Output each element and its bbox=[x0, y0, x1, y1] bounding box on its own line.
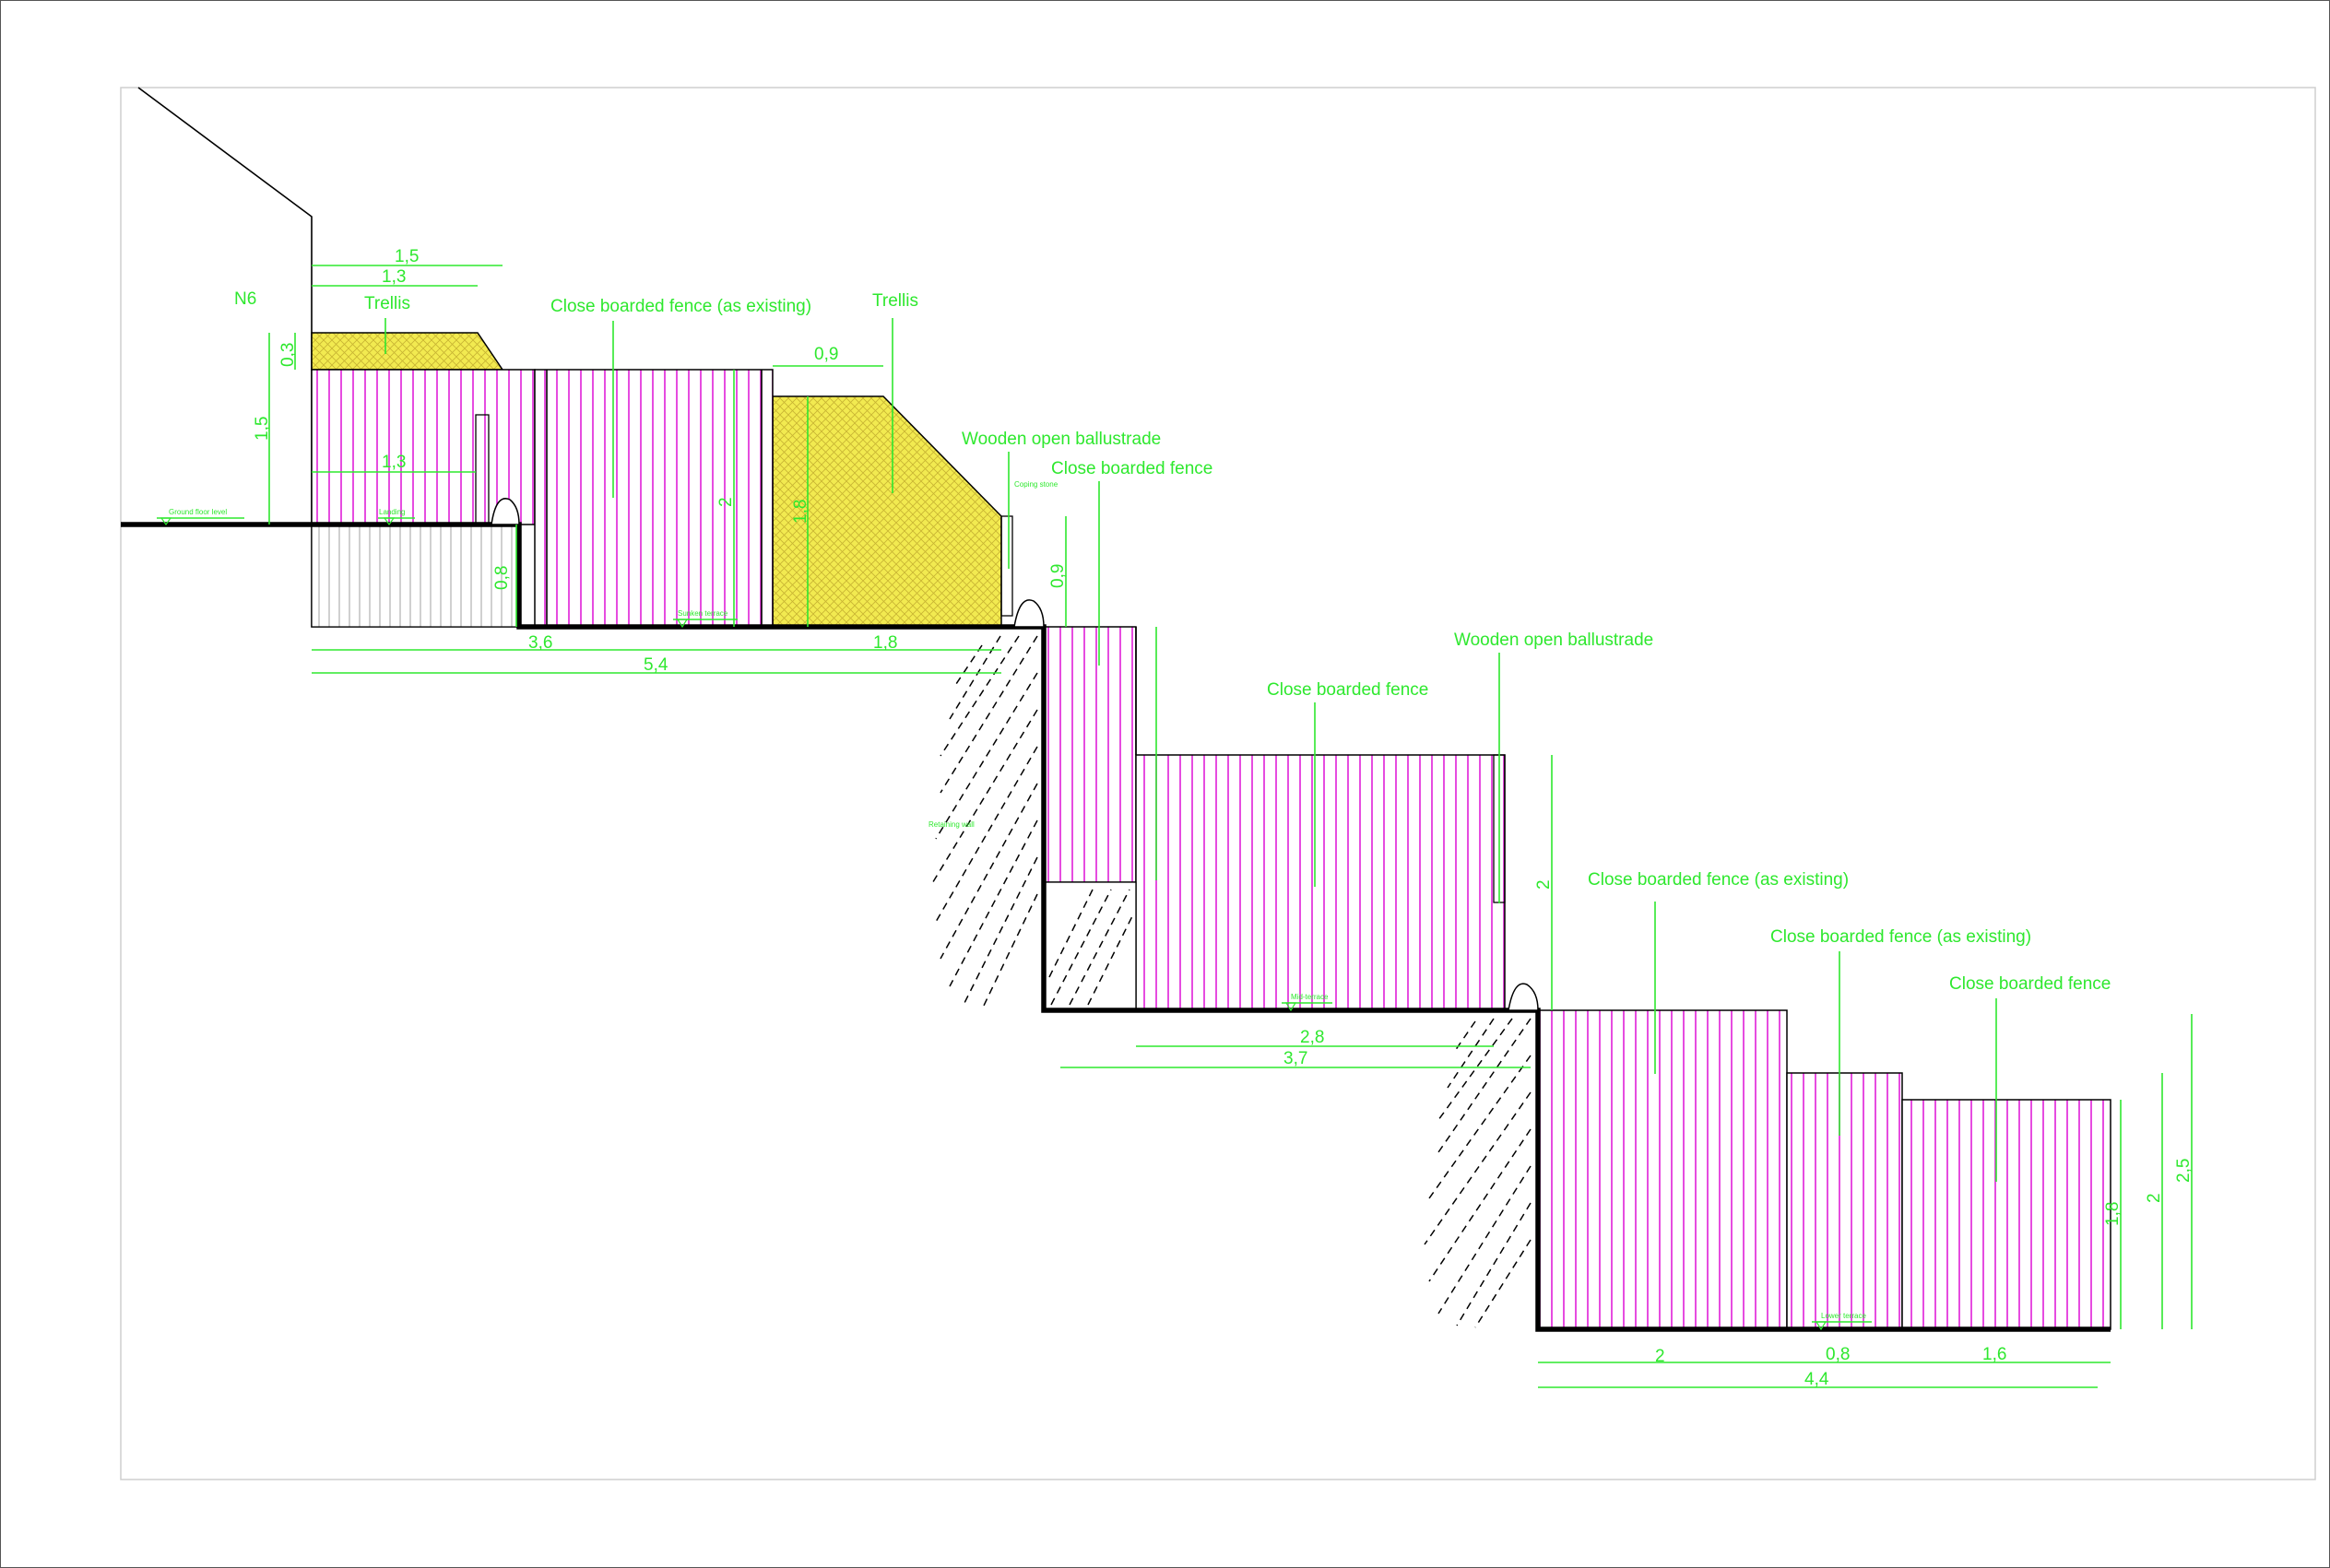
fence-label-lower: Close boarded fence bbox=[1949, 974, 2111, 994]
lower-terrace-label: Lower terrace bbox=[1821, 1312, 1866, 1320]
grid-ref-label: N6 bbox=[234, 289, 256, 309]
dim-4-4: 4,4 bbox=[1804, 1370, 1829, 1389]
dim-1-3-top: 1,3 bbox=[382, 267, 406, 287]
level-markers bbox=[157, 517, 1872, 1331]
ground-profile bbox=[121, 522, 2111, 1332]
fence-lower-3 bbox=[1901, 1099, 2111, 1330]
dim-1-8-lower: 1,8 bbox=[2103, 1202, 2123, 1226]
dimension-lines bbox=[268, 265, 2193, 1388]
fence-existing-label-lower-2: Close boarded fence (as existing) bbox=[1770, 927, 2031, 947]
dim-3-7: 3,7 bbox=[1283, 1049, 1307, 1068]
dim-2-8: 2,8 bbox=[1300, 1028, 1324, 1047]
fence-sunken-terrace bbox=[534, 369, 774, 628]
ballustrade-post bbox=[1000, 515, 1013, 617]
dim-1-5-side: 1,5 bbox=[253, 417, 272, 441]
dim-2-mid: 2 bbox=[1534, 879, 1554, 890]
drawing-frame bbox=[120, 87, 2316, 1480]
trellis-label-upper: Trellis bbox=[364, 294, 410, 313]
retaining-wall-lower-hatch bbox=[1424, 1018, 1532, 1328]
dim-0-8: 0,8 bbox=[492, 566, 512, 590]
fence-mid-terrace bbox=[1135, 754, 1506, 1011]
coping-stone-landing bbox=[491, 498, 520, 525]
dim-1-3-inner: 1,3 bbox=[382, 453, 406, 472]
dim-1-6: 1,6 bbox=[1982, 1345, 2006, 1364]
fence-label-upper: Close boarded fence bbox=[1051, 459, 1212, 478]
leader-lines bbox=[384, 318, 1997, 1182]
dim-2-upper: 2 bbox=[716, 497, 736, 507]
fence-label-mid: Close boarded fence bbox=[1267, 680, 1428, 700]
coping-stone-lower bbox=[1508, 983, 1539, 1011]
retaining-block-hatch bbox=[1048, 889, 1135, 1006]
ballustrade-label-mid: Wooden open ballustrade bbox=[1454, 631, 1653, 650]
coping-stone-upper bbox=[1013, 599, 1045, 628]
fence-existing-label-lower-1: Close boarded fence (as existing) bbox=[1588, 870, 1849, 890]
landing-label: Landing bbox=[379, 508, 405, 516]
dim-1-8-bottom: 1,8 bbox=[873, 633, 897, 653]
dim-0-8-lower: 0,8 bbox=[1826, 1345, 1850, 1364]
retaining-wall-label: Retaining wall bbox=[928, 820, 975, 829]
ballustrade-label-upper: Wooden open ballustrade bbox=[962, 430, 1161, 449]
dim-0-3: 0,3 bbox=[278, 343, 298, 367]
dim-1-8-side: 1,8 bbox=[791, 500, 810, 524]
dim-0-9-side: 0,9 bbox=[1048, 564, 1068, 588]
fence-lower-1 bbox=[1537, 1009, 1788, 1330]
trellis-label-sunken: Trellis bbox=[872, 291, 918, 311]
dim-2-low: 2 bbox=[2145, 1193, 2164, 1203]
dim-1-5-top: 1,5 bbox=[395, 247, 419, 266]
dim-5-4: 5,4 bbox=[644, 655, 668, 675]
fence-lower-2 bbox=[1786, 1072, 1903, 1330]
retaining-wall-upper-hatch bbox=[930, 635, 1038, 1010]
fence-existing-label-upper: Close boarded fence (as existing) bbox=[550, 297, 811, 316]
sunken-terrace-label: Sunken terrace bbox=[678, 609, 728, 618]
coping-stone-label: Coping stone bbox=[1014, 480, 1059, 489]
dim-0-9-top: 0,9 bbox=[814, 345, 838, 364]
trellis-panel-upper bbox=[311, 332, 504, 371]
dim-2-lower: 2 bbox=[1655, 1347, 1665, 1366]
mid-terrace-label: Mid-terrace bbox=[1291, 993, 1329, 1001]
dim-3-6: 3,6 bbox=[528, 633, 552, 653]
ground-floor-label: Ground floor level bbox=[169, 508, 227, 516]
steps-under-landing bbox=[311, 524, 520, 628]
fence-mid-upper bbox=[1043, 626, 1137, 883]
dim-2-5: 2,5 bbox=[2174, 1159, 2194, 1183]
